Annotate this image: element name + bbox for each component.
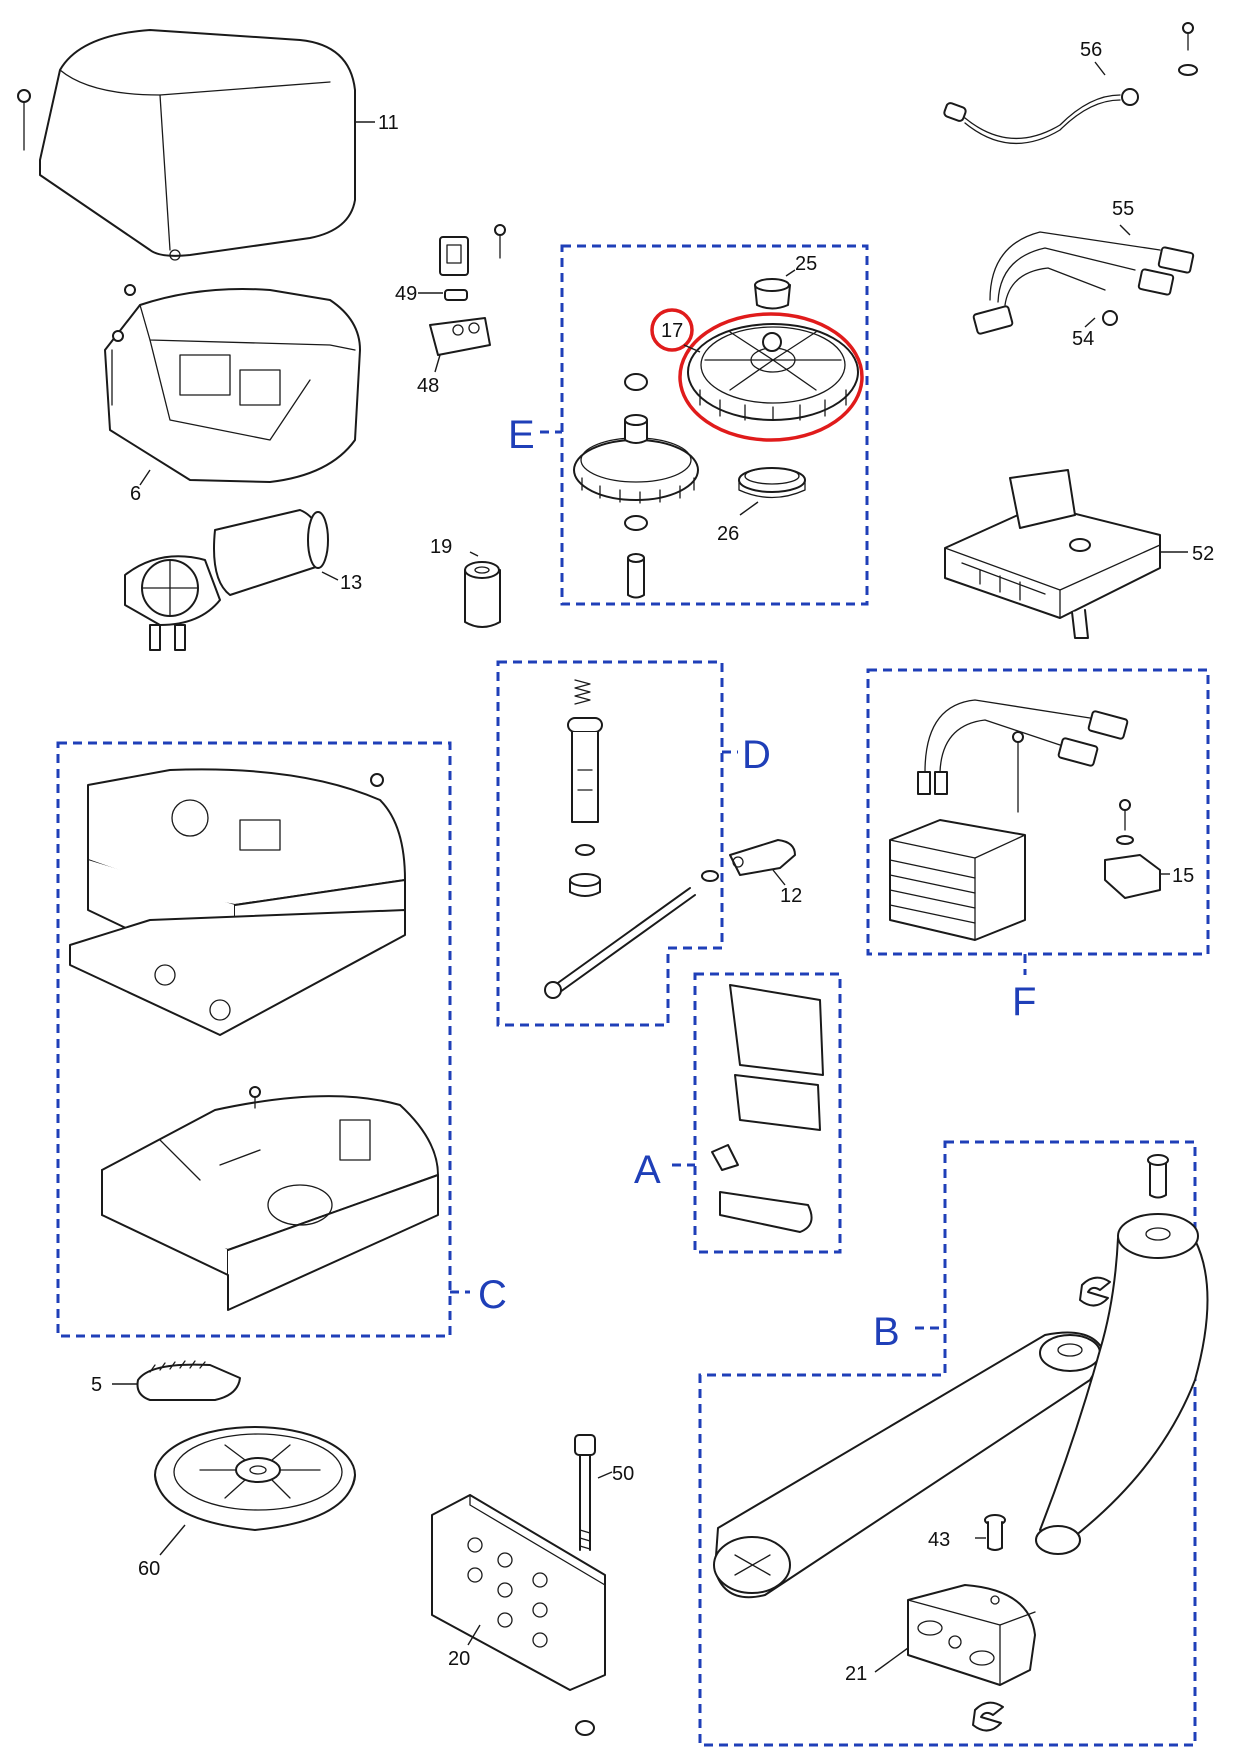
part-52-control-board: 52 xyxy=(944,469,1214,639)
part-26-ring: 26 xyxy=(717,467,806,545)
part-15-rectifier: 15 xyxy=(1104,799,1194,899)
group-b-label: B xyxy=(873,1310,900,1354)
part-5-rack: 5 xyxy=(91,1360,241,1401)
group-e: E 25 17 xyxy=(508,244,869,606)
label-60: 60 xyxy=(138,1558,160,1580)
group-b: B 43 xyxy=(698,1140,1209,1747)
e-clip-upper xyxy=(1079,1276,1111,1307)
label-19: 19 xyxy=(430,536,452,558)
label-48: 48 xyxy=(417,375,439,397)
group-f: F 15 xyxy=(866,668,1210,1024)
part-21-bracket: 21 xyxy=(845,1584,1036,1686)
label-25: 25 xyxy=(795,253,817,275)
label-20: 20 xyxy=(448,1648,470,1670)
part-6-chassis: 6 xyxy=(104,284,361,505)
label-56: 56 xyxy=(1080,39,1102,61)
label-52: 52 xyxy=(1192,543,1214,565)
group-c-label: C xyxy=(478,1273,507,1317)
label-21: 21 xyxy=(845,1663,867,1685)
part-48-terminal-block: 48 xyxy=(417,317,491,397)
label-43: 43 xyxy=(928,1529,950,1551)
label-50: 50 xyxy=(612,1463,634,1485)
part-20-plate: 20 xyxy=(431,1494,606,1736)
housing-upper xyxy=(69,768,406,1036)
label-6: 6 xyxy=(130,483,141,505)
part-49-fuse-holder: 49 xyxy=(395,224,506,305)
housing-lower xyxy=(101,1086,439,1311)
group-d-label: D xyxy=(742,733,771,777)
group-c: C xyxy=(56,741,507,1338)
label-55: 55 xyxy=(1112,198,1134,220)
part-60-disk: 60 xyxy=(138,1426,356,1580)
group-e-label: E xyxy=(508,413,535,457)
label-26: 26 xyxy=(717,523,739,545)
gear-small-assembly xyxy=(573,373,699,599)
part-43-pin: 43 xyxy=(928,1514,1006,1551)
part-17-highlight: 17 xyxy=(650,308,864,442)
label-17: 17 xyxy=(661,320,683,342)
group-a-label: A xyxy=(634,1148,661,1192)
label-12: 12 xyxy=(780,885,802,907)
part-13-motor: 13 xyxy=(124,509,362,651)
label-5: 5 xyxy=(91,1374,102,1396)
label-15: 15 xyxy=(1172,865,1194,887)
label-11: 11 xyxy=(378,112,399,134)
part-25-bushing: 25 xyxy=(754,253,817,310)
label-13: 13 xyxy=(340,572,362,594)
part-56-ground-wire: 56 xyxy=(943,22,1198,145)
label-54: 54 xyxy=(1072,328,1094,350)
arm-straight xyxy=(713,1331,1106,1599)
part-12-key: 12 xyxy=(729,839,802,907)
part-55-harness: 55 xyxy=(972,198,1195,335)
group-d: D 12 xyxy=(496,660,802,1027)
part-11-cover: 11 xyxy=(17,29,399,261)
arm-curved xyxy=(1035,1154,1209,1555)
part-50-bolt: 50 xyxy=(574,1434,634,1551)
shaft-assembly xyxy=(544,679,719,999)
part-17-gear xyxy=(687,323,859,421)
transformer xyxy=(889,699,1129,941)
label-49: 49 xyxy=(395,283,417,305)
e-clip-lower xyxy=(972,1701,1004,1732)
group-a: A xyxy=(634,972,842,1254)
part-54-wire: 54 xyxy=(1072,310,1118,350)
part-19-spacer: 19 xyxy=(430,536,501,628)
group-f-label: F xyxy=(1012,980,1036,1024)
